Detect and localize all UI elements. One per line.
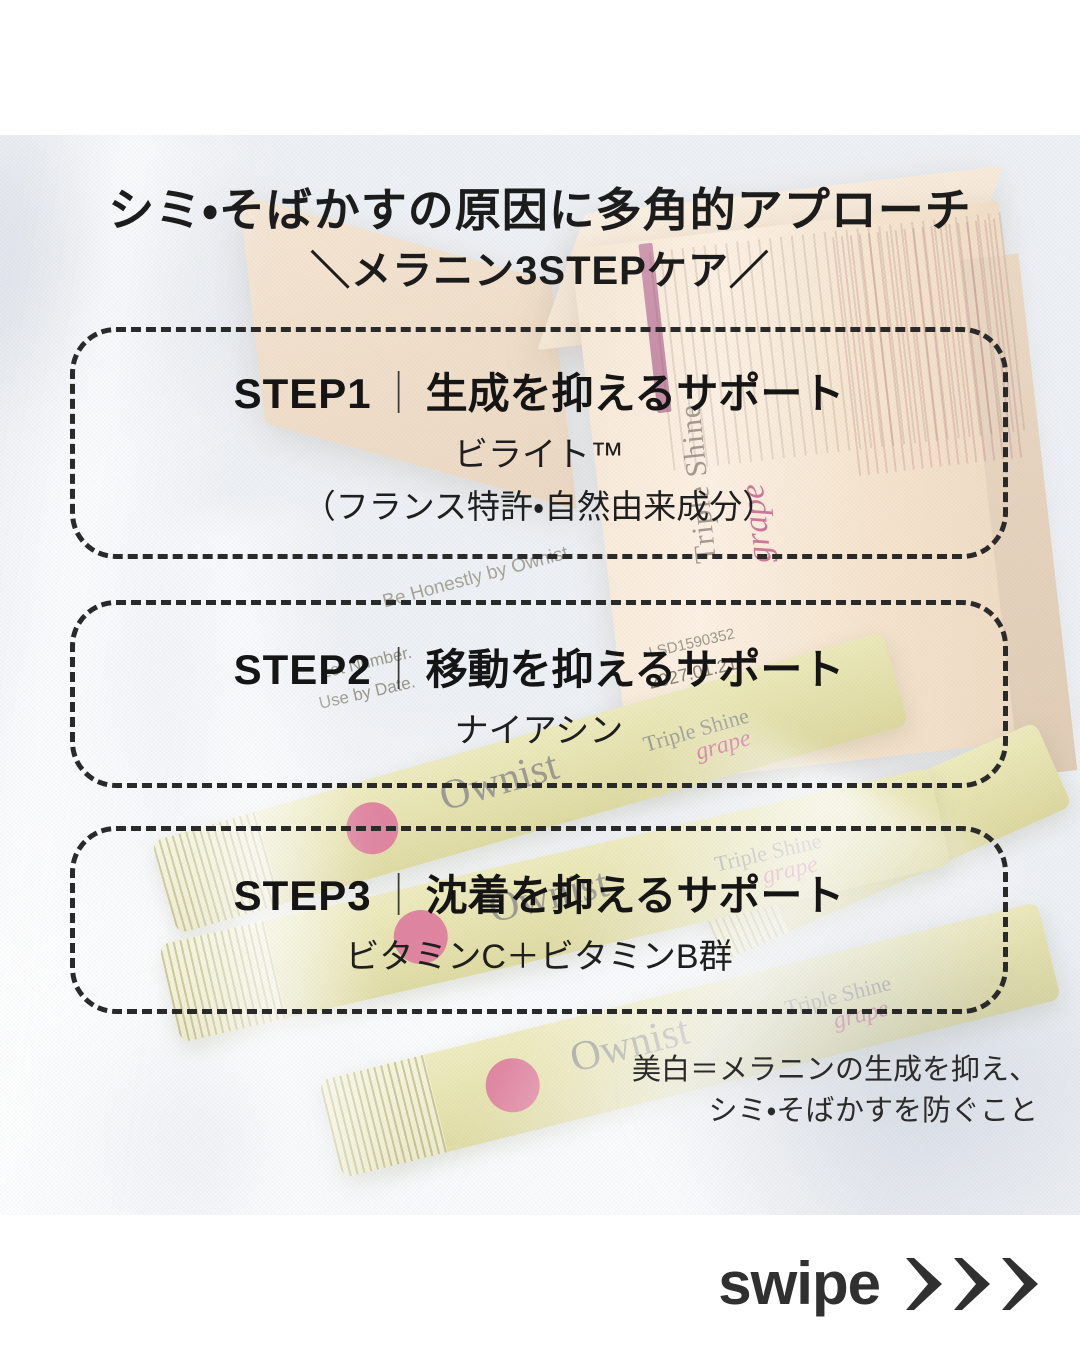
footnote: 美白＝メラニンの生成を抑え、 シミ・そばかすを防ぐこと — [632, 1050, 1038, 1132]
step-title-3: STEP3｜沈着を抑えるサポート — [234, 862, 845, 923]
sachet-dot — [479, 1052, 546, 1118]
headline-line-1: シミ・そばかすの原因に多角的アプローチ — [108, 184, 972, 236]
step-separator-3: ｜ — [377, 872, 420, 919]
step-card-3: STEP3｜沈着を抑えるサポート ビタミンC＋ビタミンB群 — [70, 826, 1008, 1014]
chevron-right-icon — [998, 1256, 1042, 1312]
step-note-1: （フランス特許・自然由来成分） — [302, 488, 776, 525]
headline-line-2: ＼メラニン3STEPケア／ — [310, 248, 770, 293]
footnote-line-2: シミ・そばかすを防ぐこと — [708, 1095, 1038, 1128]
swipe-label: swipe — [718, 1250, 881, 1317]
step-subtitle-2: ナイアシン — [454, 712, 624, 750]
step-card-2: STEP2｜移動を抑えるサポート ナイアシン — [70, 600, 1008, 788]
step-subtitle-1: ビライト™ — [454, 436, 624, 474]
sachet-ridge — [318, 1054, 448, 1179]
step-title-1: STEP1｜生成を抑えるサポート — [234, 360, 845, 421]
chevron-right-icon — [950, 1256, 994, 1312]
step-number-2: STEP2 — [233, 646, 372, 693]
step-number-3: STEP3 — [233, 872, 372, 919]
step-separator-1: ｜ — [377, 370, 420, 417]
step-heading-1: 生成を抑えるサポート — [425, 370, 845, 417]
chevron-right-icon — [902, 1256, 946, 1312]
headline: シミ・そばかすの原因に多角的アプローチ ＼メラニン3STEPケア／ — [0, 182, 1080, 296]
step-subtitle-3: ビタミンC＋ビタミンB群 — [345, 938, 733, 976]
step-number-1: STEP1 — [233, 370, 372, 417]
step-title-2: STEP2｜移動を抑えるサポート — [234, 636, 845, 697]
step-heading-3: 沈着を抑えるサポート — [425, 872, 845, 919]
swipe-chevrons — [902, 1256, 1042, 1312]
step-separator-2: ｜ — [377, 646, 420, 693]
swipe-cta[interactable]: swipe — [718, 1249, 1042, 1318]
step-card-1: STEP1｜生成を抑えるサポート ビライト™ （フランス特許・自然由来成分） — [70, 327, 1008, 559]
step-heading-2: 移動を抑えるサポート — [425, 646, 845, 693]
footnote-line-1: 美白＝メラニンの生成を抑え、 — [631, 1054, 1038, 1086]
